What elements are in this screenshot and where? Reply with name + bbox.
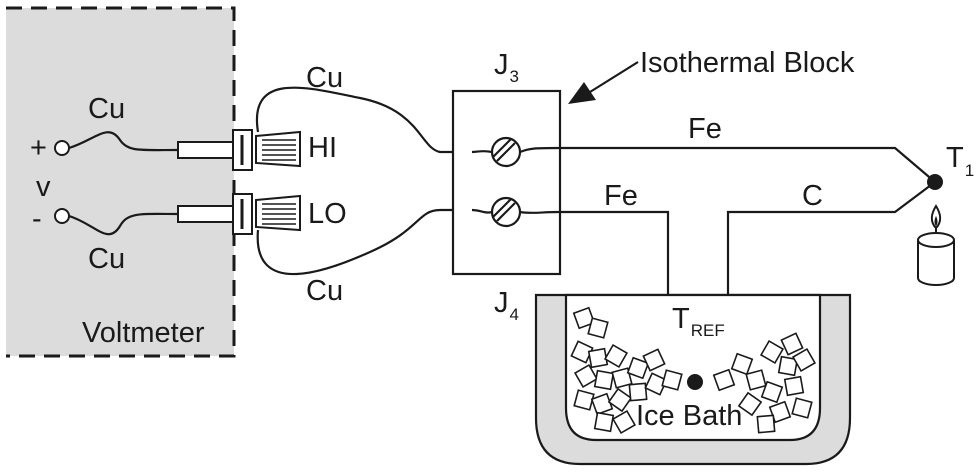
plus-sign: +: [30, 132, 47, 164]
internal-cu-top: Cu: [88, 93, 125, 125]
minus-sign: -: [32, 203, 42, 235]
wire-fe-top: [519, 146, 936, 183]
minus-terminal-icon: [54, 208, 70, 224]
voltmeter: Voltmeter + v - Cu Cu: [6, 6, 347, 358]
ice-bath-label: Ice Bath: [636, 400, 742, 432]
c-label: C: [802, 180, 823, 212]
t1-label: T1: [946, 142, 974, 180]
j4-lead-end: [471, 208, 493, 214]
fe-bottom-label: Fe: [604, 180, 638, 212]
hi-jack-icon: [177, 129, 301, 171]
isothermal-block: [451, 89, 562, 276]
tref-label: TREF: [672, 303, 725, 340]
lead-cu-bottom: [256, 208, 472, 276]
lo-jack-icon: [177, 193, 301, 235]
lead-cu-bottom-label: Cu: [306, 275, 343, 307]
t1-junction-dot-icon: [927, 174, 943, 190]
voltmeter-dashed-border: [6, 6, 236, 358]
lead-cu-top: [255, 86, 472, 154]
internal-wire-hi: [68, 131, 179, 152]
fe-top-label: Fe: [688, 113, 722, 145]
lead-cu-top-label: Cu: [306, 62, 343, 94]
hi-label: HI: [308, 132, 337, 164]
internal-cu-bottom: Cu: [88, 243, 125, 275]
tref-junction-dot-icon: [687, 374, 703, 390]
plus-terminal-icon: [54, 140, 70, 156]
ice-cubes-icon: [570, 306, 817, 435]
lo-label: LO: [308, 198, 347, 230]
wire-fe-bottom: [519, 210, 691, 373]
j4-label: J4: [494, 287, 519, 324]
arrow-head-icon: [568, 82, 596, 104]
candle-icon: [917, 204, 955, 286]
internal-wire-lo: [68, 212, 179, 236]
isothermal-block-label: Isothermal Block: [640, 47, 855, 79]
arrow-line: [589, 61, 639, 93]
ice-bath: [534, 293, 852, 466]
j3-lead-end: [471, 150, 493, 154]
v-label: v: [36, 171, 51, 203]
j3-label: J3: [494, 49, 519, 86]
voltmeter-label: Voltmeter: [82, 317, 205, 349]
